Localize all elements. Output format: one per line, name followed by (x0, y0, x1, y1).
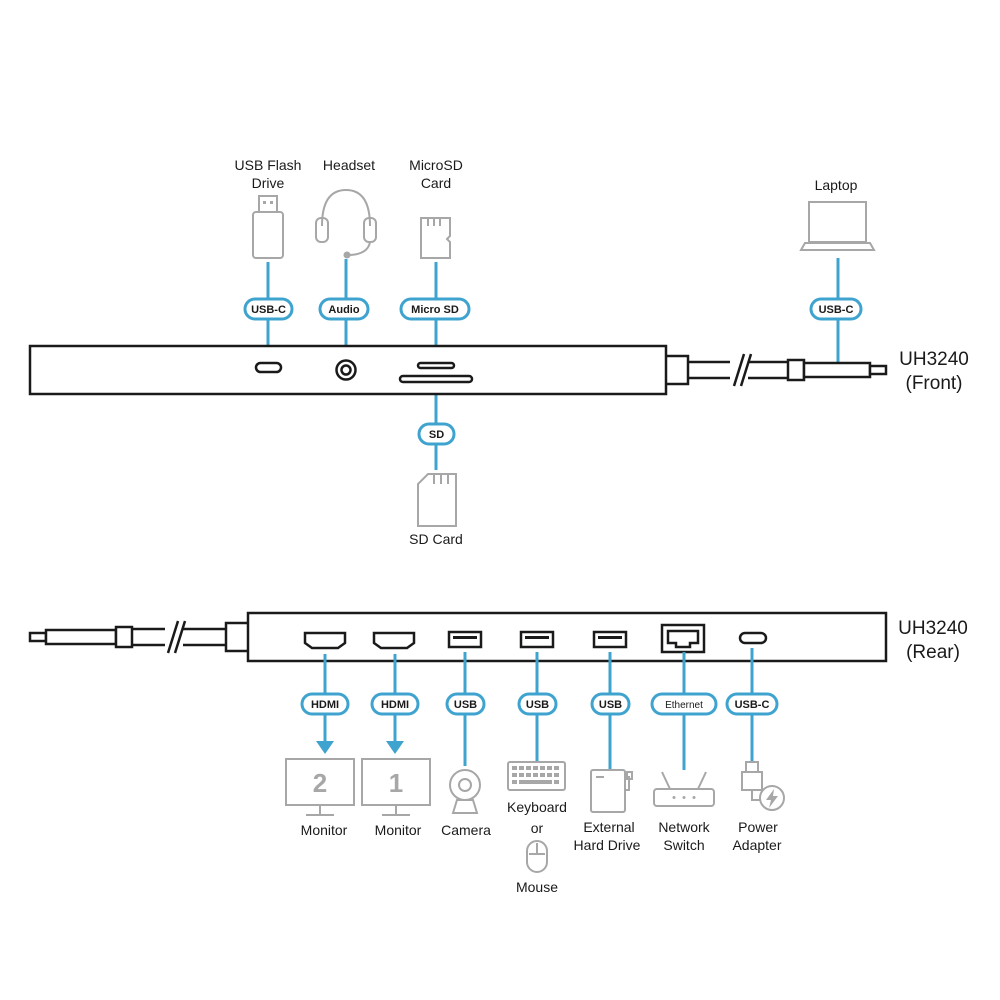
headset-label: Headset (323, 157, 375, 173)
audio-jack-outer (335, 359, 357, 381)
hdmi1-arrow-icon (386, 741, 404, 754)
or-label: or (531, 820, 544, 836)
network-switch-label-line2: Switch (663, 837, 704, 853)
monitor-2-icon (285, 758, 355, 816)
pill-laptop-usbc-label: USB-C (819, 304, 854, 316)
pill-usb-camera: USB (445, 692, 486, 716)
rear-view: UH3240 (Rear) (28, 611, 968, 895)
mouse-label: Mouse (516, 879, 558, 895)
power-adapter-label-line1: Power (738, 819, 778, 835)
monitor-1-icon (361, 758, 431, 816)
pill-audio-label: Audio (328, 304, 359, 316)
pill-usbc-front-label: USB-C (251, 304, 286, 316)
pill-usb-keyboard-label: USB (526, 699, 549, 711)
network-switch-icon (653, 771, 715, 807)
pill-usbc-power-label: USB-C (735, 699, 770, 711)
hdmi1-port (372, 631, 416, 650)
hdmi2-arrow-icon (316, 741, 334, 754)
audio-jack-inner (340, 364, 352, 376)
microsd-slot (416, 361, 456, 370)
pill-audio: Audio (318, 297, 370, 321)
external-drive-label-line2: Hard Drive (574, 837, 641, 853)
sd-card-icon (417, 473, 457, 527)
external-hard-drive-icon (590, 769, 633, 813)
usb-camera-port (447, 630, 483, 649)
pill-hdmi2: HDMI (300, 692, 350, 716)
headset-icon (315, 188, 377, 259)
rear-hub-body (246, 611, 888, 663)
usb-flash-drive-icon (252, 195, 284, 259)
usb-drive-port (592, 630, 628, 649)
sd-slot (398, 374, 474, 384)
pill-sd-label: SD (429, 429, 444, 441)
mouse-icon (526, 840, 548, 873)
keyboard-label: Keyboard (507, 799, 567, 815)
pill-usb-drive-label: USB (599, 699, 622, 711)
front-side-label: (Front) (906, 373, 963, 394)
front-model-label: UH3240 (899, 349, 969, 370)
laptop-icon (799, 201, 876, 251)
keyboard-icon (507, 761, 566, 791)
pill-laptop-usbc: USB-C (809, 297, 863, 321)
pill-usbc-power: USB-C (725, 692, 779, 716)
front-cable (666, 353, 888, 387)
microsd-card-label-line2: Card (421, 175, 451, 191)
pill-microsd: Micro SD (399, 297, 471, 321)
pill-usb-camera-label: USB (454, 699, 477, 711)
power-adapter-icon (741, 761, 785, 811)
pill-ethernet-label: Ethernet (665, 700, 703, 711)
usbc-front-port (254, 361, 283, 374)
monitor-2-number: 2 (313, 768, 327, 798)
microsd-card-label-line1: MicroSD (409, 157, 463, 173)
rear-model-label: UH3240 (898, 618, 968, 639)
pill-hdmi2-label: HDMI (311, 699, 339, 711)
front-view: USB Flash Drive Headset MicroSD Card Lap… (28, 157, 969, 547)
monitor-1-label: Monitor (375, 822, 422, 838)
pill-hdmi1-label: HDMI (381, 699, 409, 711)
external-drive-label-line1: External (583, 819, 634, 835)
usb-flash-label-line1: USB Flash (235, 157, 302, 173)
rear-cable (28, 620, 248, 654)
pill-usbc-front: USB-C (243, 297, 294, 321)
pill-sd: SD (417, 422, 456, 446)
pill-usb-drive: USB (590, 692, 631, 716)
monitor-2-label: Monitor (301, 822, 348, 838)
rear-side-label: (Rear) (906, 642, 960, 663)
hdmi2-port (303, 631, 347, 650)
front-hub-body (28, 344, 668, 396)
laptop-label: Laptop (815, 177, 858, 193)
camera-label: Camera (441, 822, 491, 838)
usb-flash-label-line2: Drive (252, 175, 285, 191)
pill-microsd-label: Micro SD (411, 304, 459, 316)
pill-ethernet: Ethernet (650, 692, 718, 716)
microsd-card-icon (420, 217, 451, 259)
monitor-1-number: 1 (389, 768, 403, 798)
power-adapter-label-line2: Adapter (732, 837, 781, 853)
pill-usb-keyboard: USB (517, 692, 558, 716)
usb-keyboard-port (519, 630, 555, 649)
pill-hdmi1: HDMI (370, 692, 420, 716)
camera-icon (449, 769, 481, 814)
usbc-power-port (738, 631, 768, 645)
network-switch-label-line1: Network (658, 819, 710, 835)
sd-card-label: SD Card (409, 531, 463, 547)
